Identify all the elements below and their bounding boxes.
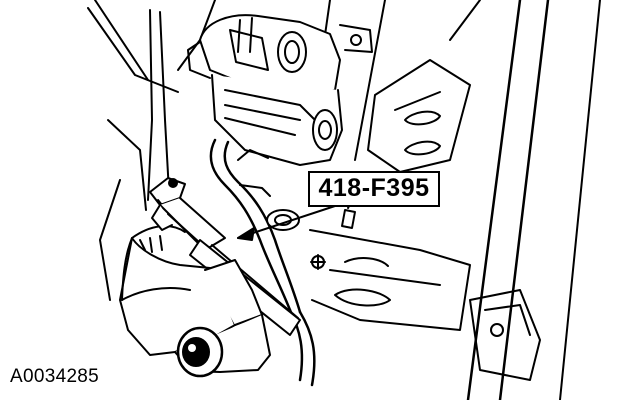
adjuster-knob (176, 326, 224, 378)
body-panel-lines (87, 0, 481, 301)
actuator-motor (187, 14, 373, 166)
right-bracket-panels (309, 0, 601, 400)
arrow-icon (237, 204, 339, 241)
figure-id: A0034285 (10, 366, 100, 387)
tool-callout-label: 418-F395 (308, 171, 440, 207)
